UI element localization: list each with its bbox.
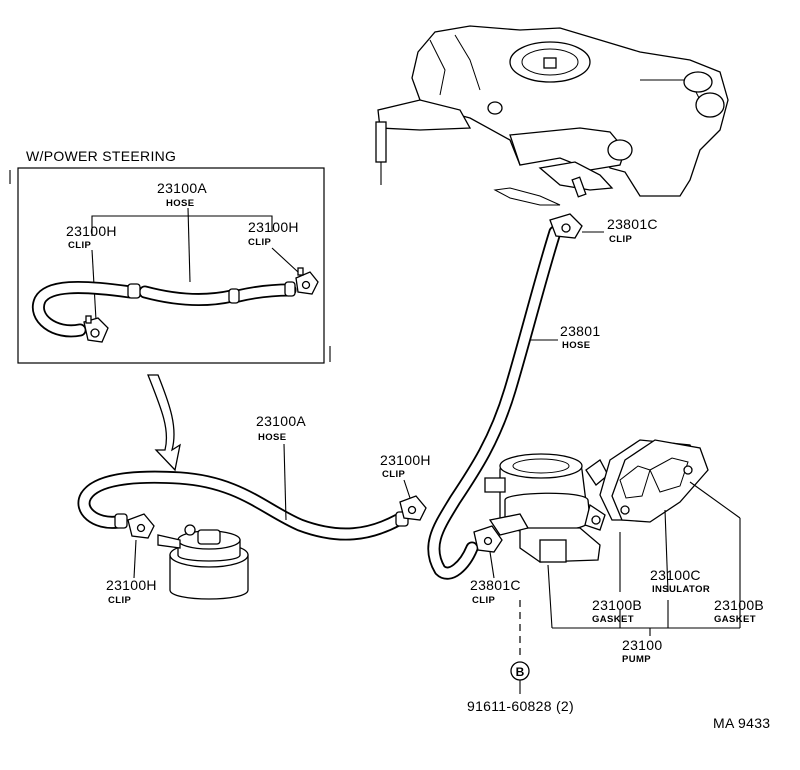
insulator-gasket-stack (599, 439, 709, 523)
inset-clip-left-part-no: 23100H (66, 223, 117, 239)
clip-23801c-top-part-no: 23801C (607, 216, 658, 232)
pump-part-no: 23100 (622, 637, 662, 653)
clip-23801c-top-name: CLIP (609, 234, 633, 245)
hose-23100a-name: HOSE (258, 432, 287, 443)
pump-name: PUMP (622, 654, 651, 665)
clip-23100h-left-part-no: 23100H (106, 577, 157, 593)
clip-23801c-bottom-icon (473, 525, 503, 553)
bolt-part-no: 91611-60828 (2) (467, 698, 574, 714)
power-steering-inset: W/POWER STEERING 23100A HOSE 23100H CLIP… (9, 148, 331, 364)
inset-clip-left-name: CLIP (68, 240, 92, 251)
clip-23801c-top-icon (549, 213, 583, 239)
gasket-left-name: GASKET (592, 614, 634, 625)
inset-clip-right-icon (295, 267, 319, 295)
inset-hose-part-no: 23100A (157, 180, 207, 196)
insulator-name: INSULATOR (652, 584, 710, 595)
insulator-part-no: 23100C (650, 567, 701, 583)
gasket-right-name: GASKET (714, 614, 756, 625)
inset-hose (31, 280, 297, 338)
inset-clip-left-icon (83, 315, 109, 343)
hose-23100a-part-no: 23100A (256, 413, 306, 429)
hose-23801-part-no: 23801 (560, 323, 600, 339)
clip-23100h-right-name: CLIP (382, 469, 406, 480)
hose-23801-name: HOSE (562, 340, 591, 351)
inset-title: W/POWER STEERING (26, 148, 176, 164)
clip-23100h-right-part-no: 23100H (380, 452, 431, 468)
clip-23100h-left-name: CLIP (108, 595, 132, 606)
clip-23100h-right-icon (399, 495, 427, 521)
inset-frame (17, 167, 325, 364)
bolt-symbol: B (516, 665, 525, 679)
fuel-filter-illustration (157, 524, 249, 600)
inset-hose-name: HOSE (166, 198, 195, 209)
clip-23801c-bottom-name: CLIP (472, 595, 496, 606)
fuel-pump-illustration (484, 453, 609, 563)
clip-23100h-left-icon (127, 513, 155, 539)
clip-23801c-bottom-part-no: 23801C (470, 577, 521, 593)
inset-pointer-arrow (147, 374, 181, 472)
figure-code: MA 9433 (713, 715, 770, 731)
hose-23801 (427, 225, 562, 580)
inset-clip-right-part-no: 23100H (248, 219, 299, 235)
gasket-right-part-no: 23100B (714, 597, 764, 613)
engine-block-illustration (375, 25, 729, 206)
gasket-left-part-no: 23100B (592, 597, 642, 613)
inset-clip-right-name: CLIP (248, 237, 272, 248)
